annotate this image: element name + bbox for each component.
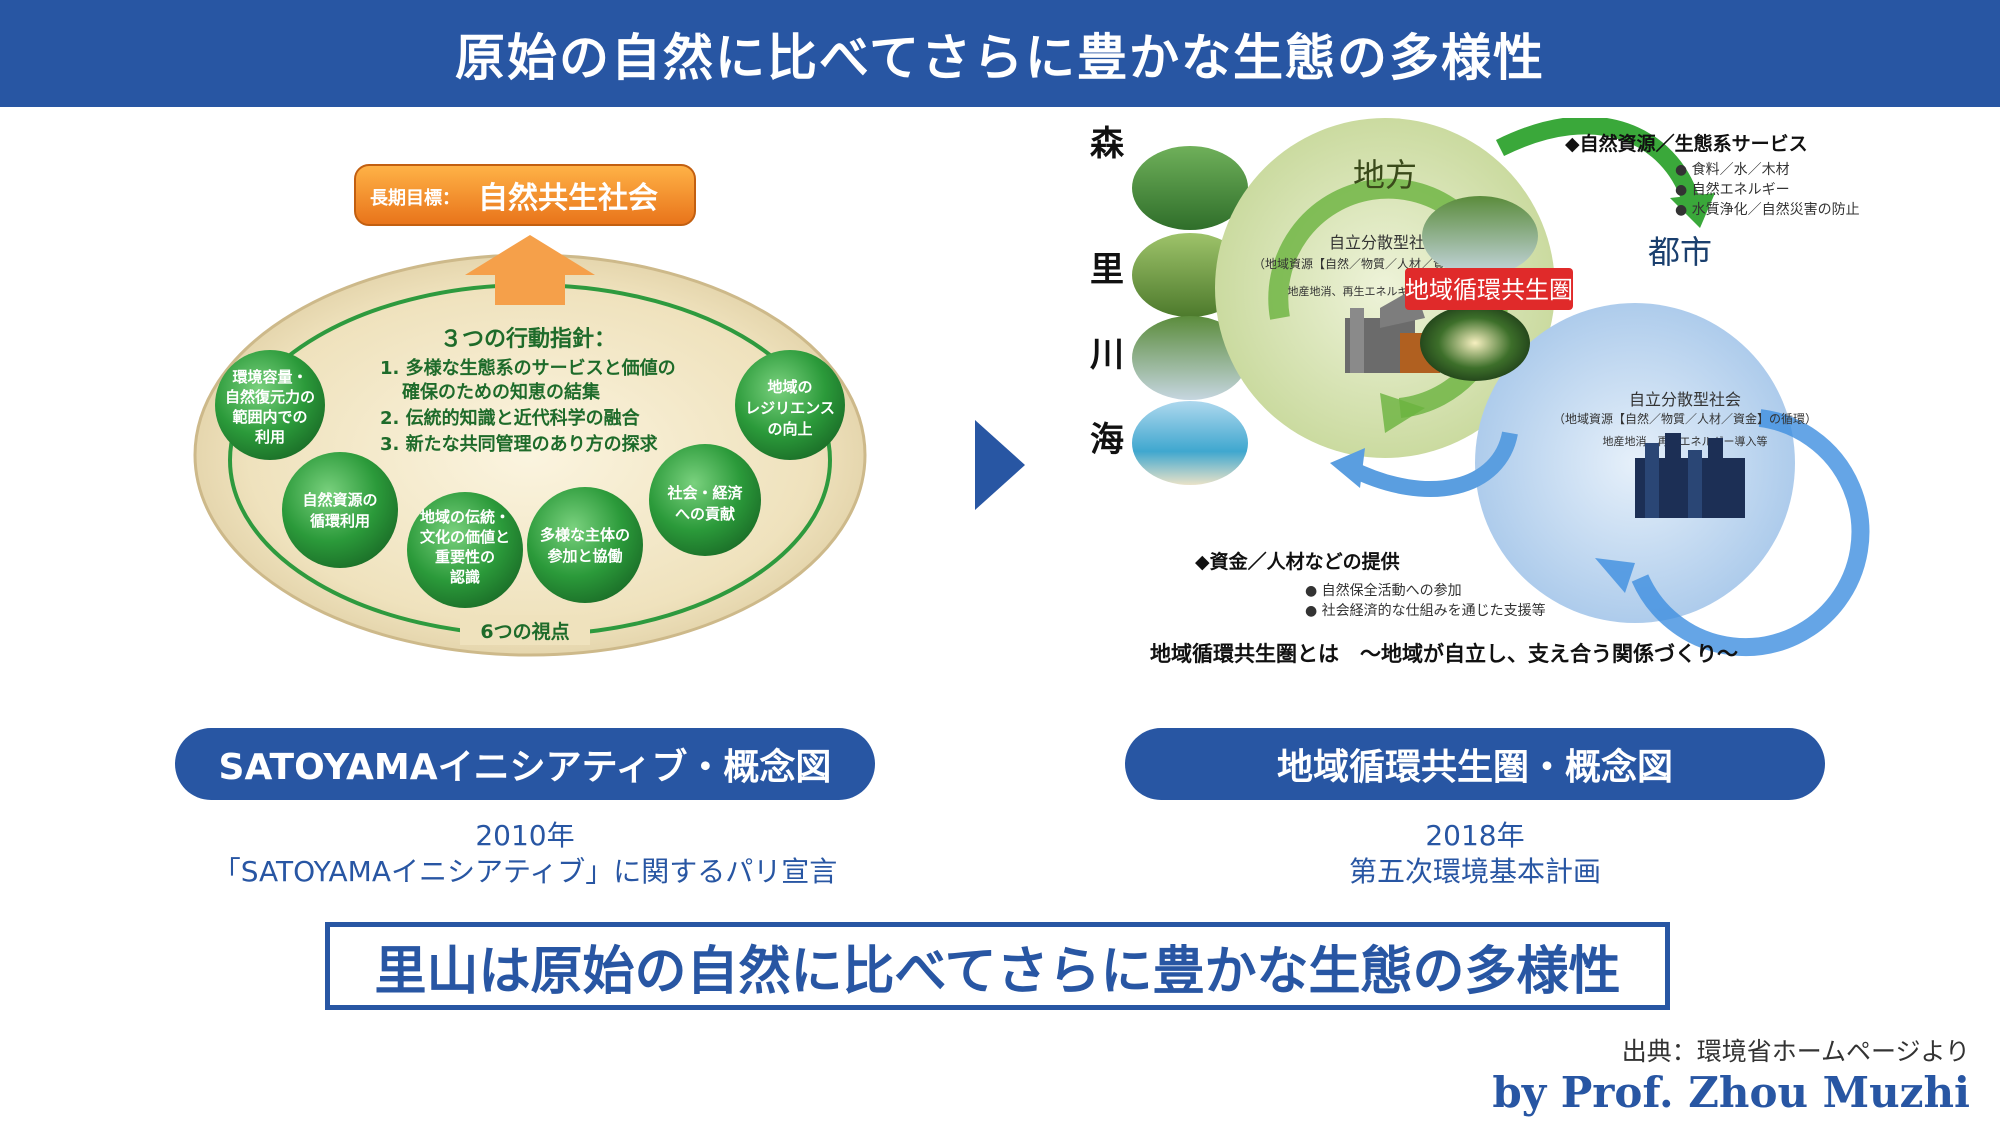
svg-text:の向上: の向上 (767, 420, 812, 438)
svg-text:自然復元力の: 自然復元力の (225, 388, 315, 406)
forest-image (1132, 146, 1248, 230)
urban-note: 地産地消、再生エネルギー導入等 (1603, 434, 1768, 448)
svg-text:環境容量・: 環境容量・ (232, 368, 307, 386)
goal-title: 自然共生社会 (478, 181, 658, 216)
fund-1: ● 自然保全活動への参加 (1305, 582, 1462, 599)
svg-text:多様な主体の: 多様な主体の (540, 526, 630, 544)
svg-text:利用: 利用 (255, 428, 285, 446)
svg-text:循環利用: 循環利用 (310, 512, 370, 530)
urban-society: 自立分散型社会 (1629, 390, 1741, 409)
svg-text:地域の伝統・: 地域の伝統・ (420, 508, 510, 526)
svg-text:参加と協働: 参加と協働 (547, 547, 622, 565)
up-arrow-icon (465, 235, 595, 305)
rural-society: 自立分散型社会 (1329, 233, 1441, 252)
urban-title: 都市 (1648, 233, 1712, 271)
svg-text:社会・経済: 社会・経済 (666, 484, 743, 502)
definition: 地域循環共生圏とは ～地域が自立し、支え合う関係づくり～ (1150, 642, 1738, 666)
page-title: 原始の自然に比べてさらに豊かな生態の多様性 (0, 0, 2000, 107)
urban-resources: （地域資源【自然／物質／人材／資金】の循環） (1553, 411, 1817, 426)
center-label: 地域循環共生圏 (1405, 276, 1573, 304)
landscape-sea: 海 (1090, 420, 1124, 460)
satoyama-caption: 2010年 「SATOYAMAイニシアティブ」に関するパリ宣言 (175, 818, 875, 890)
funds-title: ◆資金／人材などの提供 (1195, 550, 1400, 573)
service-2: ● 自然エネルギー (1675, 181, 1790, 198)
satoyama-diagram: 長期目標： 自然共生社会 ３つの行動指針： 1. 多様な生態系のサービスと価値の… (193, 164, 867, 657)
svg-text:範囲内での: 範囲内での (232, 408, 307, 426)
regional-pill: 地域循環共生圏・概念図 (1125, 728, 1825, 800)
svg-text:自然資源の: 自然資源の (302, 491, 377, 509)
regional-year: 2018年 (1425, 819, 1525, 852)
satoyama-year: 2010年 (475, 819, 575, 852)
action-2: 2. 伝統的知識と近代科学の融合 (380, 407, 641, 429)
road-image (1420, 305, 1530, 381)
fund-2: ● 社会経済的な仕組みを通じた支援等 (1305, 602, 1546, 619)
svg-text:地域の: 地域の (767, 378, 812, 396)
landscape-forest: 森 (1090, 124, 1125, 164)
action-3: 3. 新たな共同管理のあり方の探求 (380, 433, 659, 455)
river-image (1132, 316, 1248, 400)
perspectives-label: 6つの視点 (480, 620, 569, 643)
regional-desc: 第五次環境基本計画 (1348, 855, 1601, 888)
city-skyline-icon (1635, 433, 1745, 518)
service-1: ● 食料／水／木材 (1675, 161, 1790, 178)
perspective-6: 地域の レジリエンス の向上 (735, 350, 845, 460)
rural-title: 地方 (1353, 156, 1417, 194)
regional-sphere-diagram: 森 里 川 海 地方 自立分散型社会 （地域資源【自然／物質／人材／資金】の循環… (1090, 118, 1870, 666)
satoyama-desc: 「SATOYAMAイニシアティブ」に関するパリ宣言 (212, 855, 838, 888)
center-label-box (1405, 268, 1573, 310)
svg-text:文化の価値と: 文化の価値と (420, 528, 510, 546)
svg-text:への貢献: への貢献 (675, 505, 735, 523)
svg-text:重要性の: 重要性の (435, 548, 495, 566)
perspective-4: 多様な主体の 参加と協働 (527, 487, 643, 603)
services-title: ◆自然資源／生態系サービス (1565, 132, 1808, 155)
satoyama-pill: SATOYAMAイニシアティブ・概念図 (175, 728, 875, 800)
outer-oval (193, 253, 867, 657)
svg-text:レジリエンス: レジリエンス (745, 399, 835, 417)
landscape-village: 里 (1090, 250, 1124, 290)
conclusion-banner: 里山は原始の自然に比べてさらに豊かな生態の多様性 (325, 922, 1670, 1010)
landscape-river: 川 (1090, 335, 1124, 375)
service-3: ● 水質浄化／自然災害の防止 (1675, 201, 1860, 218)
action-1b: 確保のための知恵の結集 (402, 381, 601, 403)
action-1: 1. 多様な生態系のサービスと価値の (380, 357, 676, 379)
actions-title: ３つの行動指針： (440, 326, 616, 352)
right-arrow-icon (975, 420, 1025, 510)
source-note: 出典：環境省ホームページより (1621, 1037, 1970, 1066)
regional-caption: 2018年 第五次環境基本計画 (1125, 818, 1825, 890)
sea-image (1132, 401, 1248, 485)
svg-text:認識: 認識 (450, 568, 480, 586)
perspective-2: 自然資源の 循環利用 (282, 452, 398, 568)
goal-prefix: 長期目標： (370, 187, 460, 209)
perspective-1: 環境容量・ 自然復元力の 範囲内での 利用 (215, 350, 325, 460)
author-byline: by Prof. Zhou Muzhi (1492, 1068, 1970, 1117)
perspective-3: 地域の伝統・ 文化の価値と 重要性の 認識 (407, 492, 523, 608)
goal-box (354, 164, 696, 226)
perspective-5: 社会・経済 への貢献 (649, 444, 761, 556)
river-valley-image (1422, 196, 1538, 276)
